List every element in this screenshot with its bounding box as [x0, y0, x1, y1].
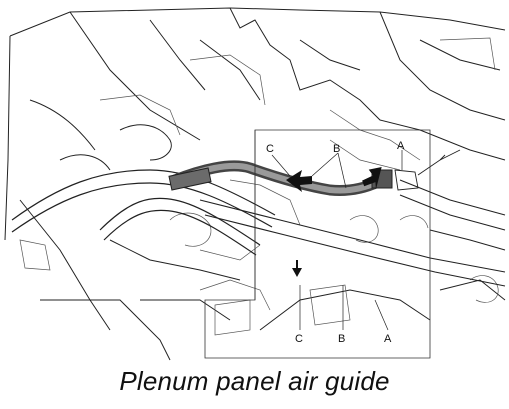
leader-lines — [271, 150, 403, 331]
plenum-panel — [199, 179, 506, 287]
direction-arrows — [286, 167, 382, 277]
label-a-bottom: A — [384, 333, 392, 345]
label-a-top: A — [397, 140, 405, 152]
label-b-top: B — [333, 143, 340, 155]
detail-inset-frame — [204, 129, 431, 359]
engine-bay-detail — [19, 37, 499, 336]
vehicle-body-outline — [4, 7, 506, 361]
strut-brace-tubes — [11, 169, 276, 256]
figure-caption: Plenum panel air guide — [119, 366, 390, 396]
label-b-bottom: B — [338, 333, 345, 345]
label-c-bottom: C — [295, 333, 303, 345]
clip-a-detail — [394, 149, 461, 191]
label-c-top: C — [266, 143, 274, 155]
